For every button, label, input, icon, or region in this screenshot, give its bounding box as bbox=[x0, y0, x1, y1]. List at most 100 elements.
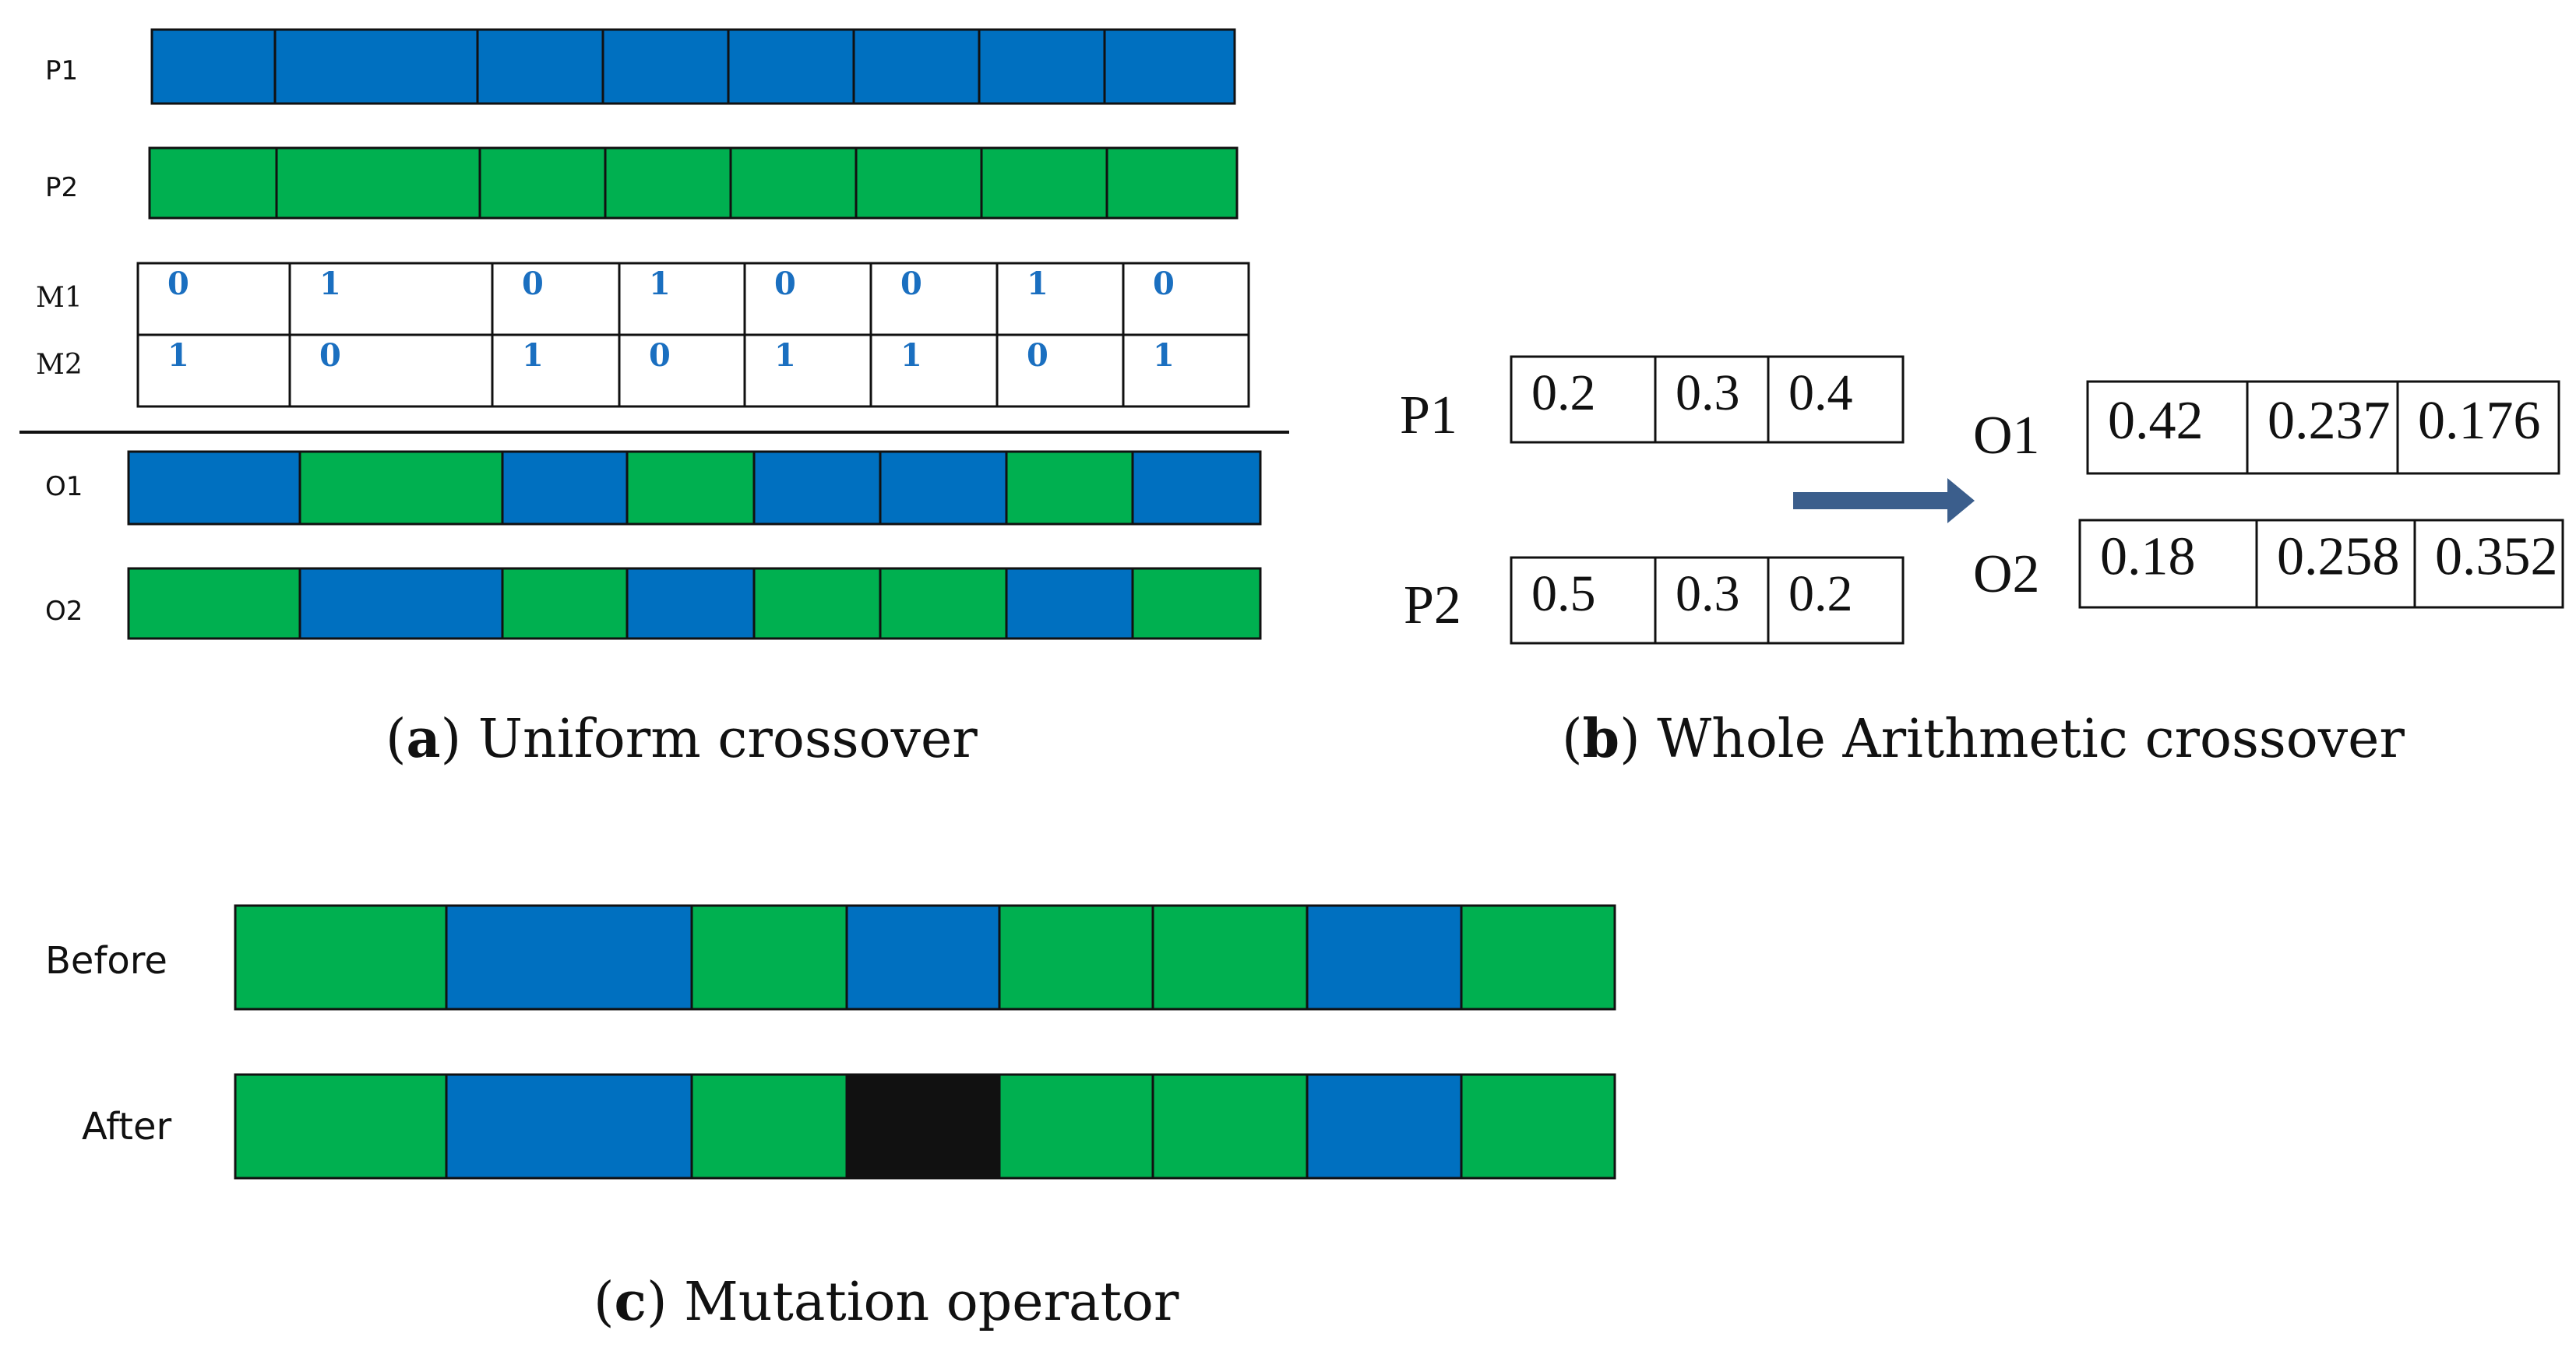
after-gene-1 bbox=[234, 1073, 448, 1180]
p1-chromosome bbox=[150, 28, 1236, 105]
before-gene-4 bbox=[845, 904, 1001, 1011]
o1-gene-2 bbox=[298, 450, 504, 526]
mask-bit-m1-1: 0 bbox=[167, 266, 189, 302]
o1-gene-1 bbox=[127, 450, 301, 526]
p1-gene-4 bbox=[601, 28, 730, 105]
before-label: Before bbox=[45, 939, 167, 983]
b-o2-value-1: 0.18 bbox=[2100, 526, 2196, 586]
mask-cell bbox=[288, 333, 494, 408]
o1-gene-5 bbox=[752, 450, 882, 526]
mask-bit-m2-1: 1 bbox=[167, 337, 189, 374]
o1-label: O1 bbox=[45, 471, 83, 502]
mask-cell bbox=[743, 262, 872, 336]
mask-cell bbox=[491, 333, 621, 408]
after-gene-5 bbox=[998, 1073, 1154, 1180]
mask-bit-m1-3: 0 bbox=[522, 266, 544, 302]
b-p2-value-2: 0.3 bbox=[1676, 565, 1740, 622]
after-gene-6 bbox=[1151, 1073, 1309, 1180]
before-gene-8 bbox=[1460, 904, 1616, 1011]
p1-gene-3 bbox=[476, 28, 604, 105]
b-p1-value-3: 0.4 bbox=[1788, 364, 1853, 421]
o1-chromosome bbox=[127, 450, 1262, 526]
o2-gene-8 bbox=[1131, 567, 1262, 640]
mask-cell bbox=[996, 333, 1125, 408]
b-p1-value-1: 0.2 bbox=[1531, 364, 1596, 421]
mask-cell bbox=[136, 333, 291, 408]
mask-cell bbox=[618, 262, 746, 336]
o1-gene-4 bbox=[625, 450, 756, 526]
caption-a-text: Uniform crossover bbox=[478, 709, 978, 770]
after-chromosome bbox=[234, 1073, 1616, 1180]
after-gene-8 bbox=[1460, 1073, 1616, 1180]
p1-gene-8 bbox=[1103, 28, 1236, 105]
caption-c: (c) Mutation operator bbox=[594, 1271, 1179, 1333]
mask-bit-m2-8: 1 bbox=[1153, 337, 1175, 374]
p2-gene-6 bbox=[855, 146, 983, 220]
mask-cell bbox=[1122, 333, 1250, 408]
mask-bit-m2-4: 0 bbox=[649, 337, 671, 374]
mask-bit-m2-7: 0 bbox=[1027, 337, 1048, 374]
p2-gene-3 bbox=[478, 146, 607, 220]
mutation-panel: Before After (c) Mutation operator bbox=[45, 904, 1616, 1333]
before-gene-3 bbox=[690, 904, 848, 1011]
b-o1-label: O1 bbox=[1973, 406, 2040, 466]
o2-gene-7 bbox=[1005, 567, 1134, 640]
before-gene-1 bbox=[234, 904, 448, 1011]
mask-bit-m2-2: 0 bbox=[319, 337, 341, 374]
caption-b-letter: b bbox=[1583, 708, 1620, 770]
o1-gene-7 bbox=[1005, 450, 1134, 526]
p2-label: P2 bbox=[45, 172, 78, 203]
p2-chromosome bbox=[148, 146, 1239, 220]
before-gene-2 bbox=[445, 904, 693, 1011]
o2-gene-6 bbox=[879, 567, 1008, 640]
after-gene-2 bbox=[445, 1073, 693, 1180]
m1-label: M1 bbox=[36, 282, 83, 314]
b-o1-values: 0.42 0.237 0.176 bbox=[2086, 380, 2560, 475]
b-p2-cell-3 bbox=[1767, 556, 1905, 645]
b-p2-label: P2 bbox=[1404, 575, 1461, 635]
after-gene-3 bbox=[690, 1073, 848, 1180]
b-p2-value-3: 0.2 bbox=[1788, 565, 1853, 622]
b-o1-value-3: 0.176 bbox=[2418, 391, 2541, 451]
b-p1-cell-3 bbox=[1767, 355, 1905, 444]
p1-gene-2 bbox=[273, 28, 479, 105]
b-o2-value-2: 0.258 bbox=[2277, 526, 2400, 586]
after-gene-4 bbox=[845, 1073, 1001, 1180]
b-p1-cell-1 bbox=[1510, 355, 1657, 444]
o1-gene-6 bbox=[879, 450, 1008, 526]
mask-bit-m2-3: 1 bbox=[522, 337, 544, 374]
b-o1-value-2: 0.237 bbox=[2268, 391, 2391, 451]
mask-cell bbox=[1122, 262, 1250, 336]
b-o2-cell-3 bbox=[2413, 519, 2564, 609]
b-o1-cell-2 bbox=[2246, 380, 2399, 475]
caption-b-text: Whole Arithmetic crossover bbox=[1657, 709, 2405, 770]
p2-gene-8 bbox=[1105, 146, 1239, 220]
before-gene-6 bbox=[1151, 904, 1309, 1011]
mask-bit-m1-7: 1 bbox=[1027, 266, 1048, 302]
o2-gene-4 bbox=[625, 567, 756, 640]
b-p1-label: P1 bbox=[1400, 385, 1457, 445]
p2-gene-4 bbox=[604, 146, 732, 220]
o2-chromosome bbox=[127, 567, 1262, 640]
mask-bit-m1-8: 0 bbox=[1153, 266, 1175, 302]
p1-gene-1 bbox=[150, 28, 277, 105]
mask-cell bbox=[996, 262, 1125, 336]
caption-a: (a) Uniform crossover bbox=[386, 708, 978, 770]
mask-bit-m1-2: 1 bbox=[319, 266, 341, 302]
mask-cell bbox=[288, 262, 494, 336]
b-p2-value-1: 0.5 bbox=[1531, 565, 1596, 622]
mask-cell bbox=[618, 333, 746, 408]
mask-cell bbox=[869, 333, 999, 408]
o1-gene-3 bbox=[501, 450, 629, 526]
b-o1-value-1: 0.42 bbox=[2108, 391, 2204, 451]
mask-bit-m1-4: 1 bbox=[649, 266, 671, 302]
after-gene-7 bbox=[1306, 1073, 1463, 1180]
b-o1-cell-3 bbox=[2396, 380, 2560, 475]
o1-gene-8 bbox=[1131, 450, 1262, 526]
o2-gene-3 bbox=[501, 567, 629, 640]
caption-a-letter: a bbox=[407, 708, 441, 770]
